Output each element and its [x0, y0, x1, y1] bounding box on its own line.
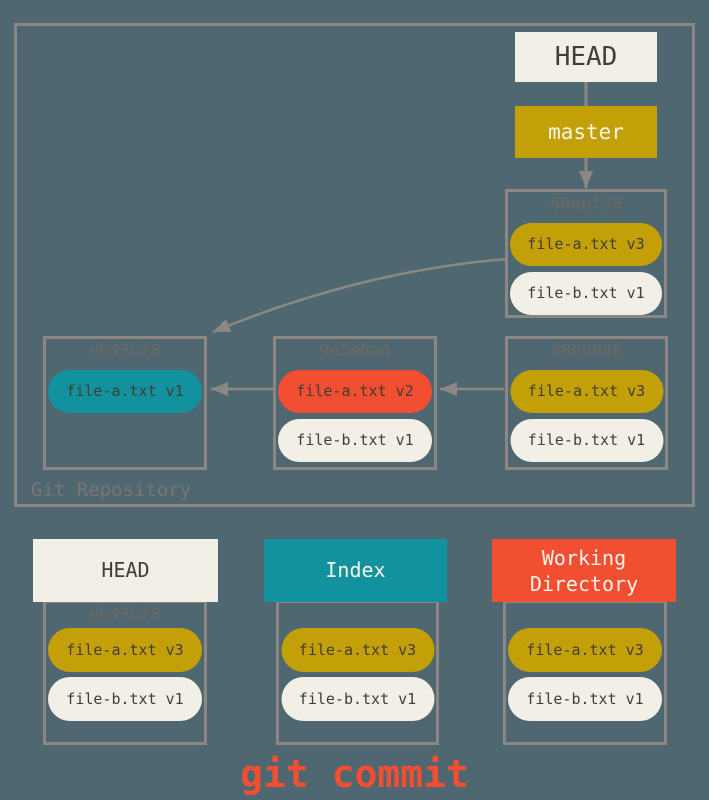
area-head-hash: eb43bf8 — [89, 605, 161, 625]
file-pill: file-a.txt v3 — [510, 223, 662, 266]
area-head-title: HEAD — [101, 558, 150, 582]
area-workdir-header: Working Directory — [492, 539, 676, 602]
area-workdir-body: file-a.txt v3 file-b.txt v1 — [503, 600, 667, 745]
area-index-header: Index — [264, 539, 447, 602]
commit-hash: eb43bf8 — [89, 341, 161, 361]
head-ref-box: HEAD — [515, 32, 657, 82]
file-pill: file-a.txt v3 — [508, 628, 662, 672]
area-index-body: file-a.txt v3 file-b.txt v1 — [276, 600, 439, 745]
area-head-header: HEAD — [33, 539, 218, 602]
commit-box-38eb946: 38eb946 file-a.txt v3 file-b.txt v1 — [505, 336, 668, 470]
git-repository-label: Git Repository — [31, 479, 192, 501]
caption-git-commit: git commit — [240, 752, 469, 796]
commit-hash: 68aef35 — [550, 194, 622, 214]
file-pill: file-a.txt v3 — [510, 370, 663, 413]
file-pill: file-b.txt v1 — [48, 677, 202, 721]
commit-hash: 9e5e6a4 — [319, 341, 391, 361]
file-pill: file-a.txt v3 — [48, 628, 202, 672]
commit-hash: 38eb946 — [550, 341, 623, 361]
area-index-title: Index — [325, 558, 386, 582]
master-branch-box: master — [515, 106, 657, 158]
file-pill: file-b.txt v1 — [281, 677, 434, 721]
file-pill: file-b.txt v1 — [510, 419, 663, 462]
git-repository-box: Git Repository — [14, 23, 695, 507]
file-pill: file-b.txt v1 — [510, 272, 662, 315]
area-head-body: eb43bf8 file-a.txt v3 file-b.txt v1 — [43, 600, 207, 745]
commit-box-eb43bf8: eb43bf8 file-a.txt v1 — [43, 336, 207, 470]
commit-box-9e5e6a4: 9e5e6a4 file-a.txt v2 file-b.txt v1 — [273, 336, 437, 470]
area-workdir-title: Working Directory — [529, 546, 639, 596]
head-ref-label: HEAD — [554, 42, 618, 72]
file-pill: file-b.txt v1 — [508, 677, 662, 721]
file-pill: file-a.txt v1 — [48, 370, 202, 413]
file-pill: file-b.txt v1 — [278, 419, 432, 462]
file-pill: file-a.txt v3 — [281, 628, 434, 672]
file-pill: file-a.txt v2 — [278, 370, 432, 413]
commit-box-68aef35: 68aef35 file-a.txt v3 file-b.txt v1 — [505, 189, 667, 318]
master-branch-label: master — [548, 120, 624, 144]
